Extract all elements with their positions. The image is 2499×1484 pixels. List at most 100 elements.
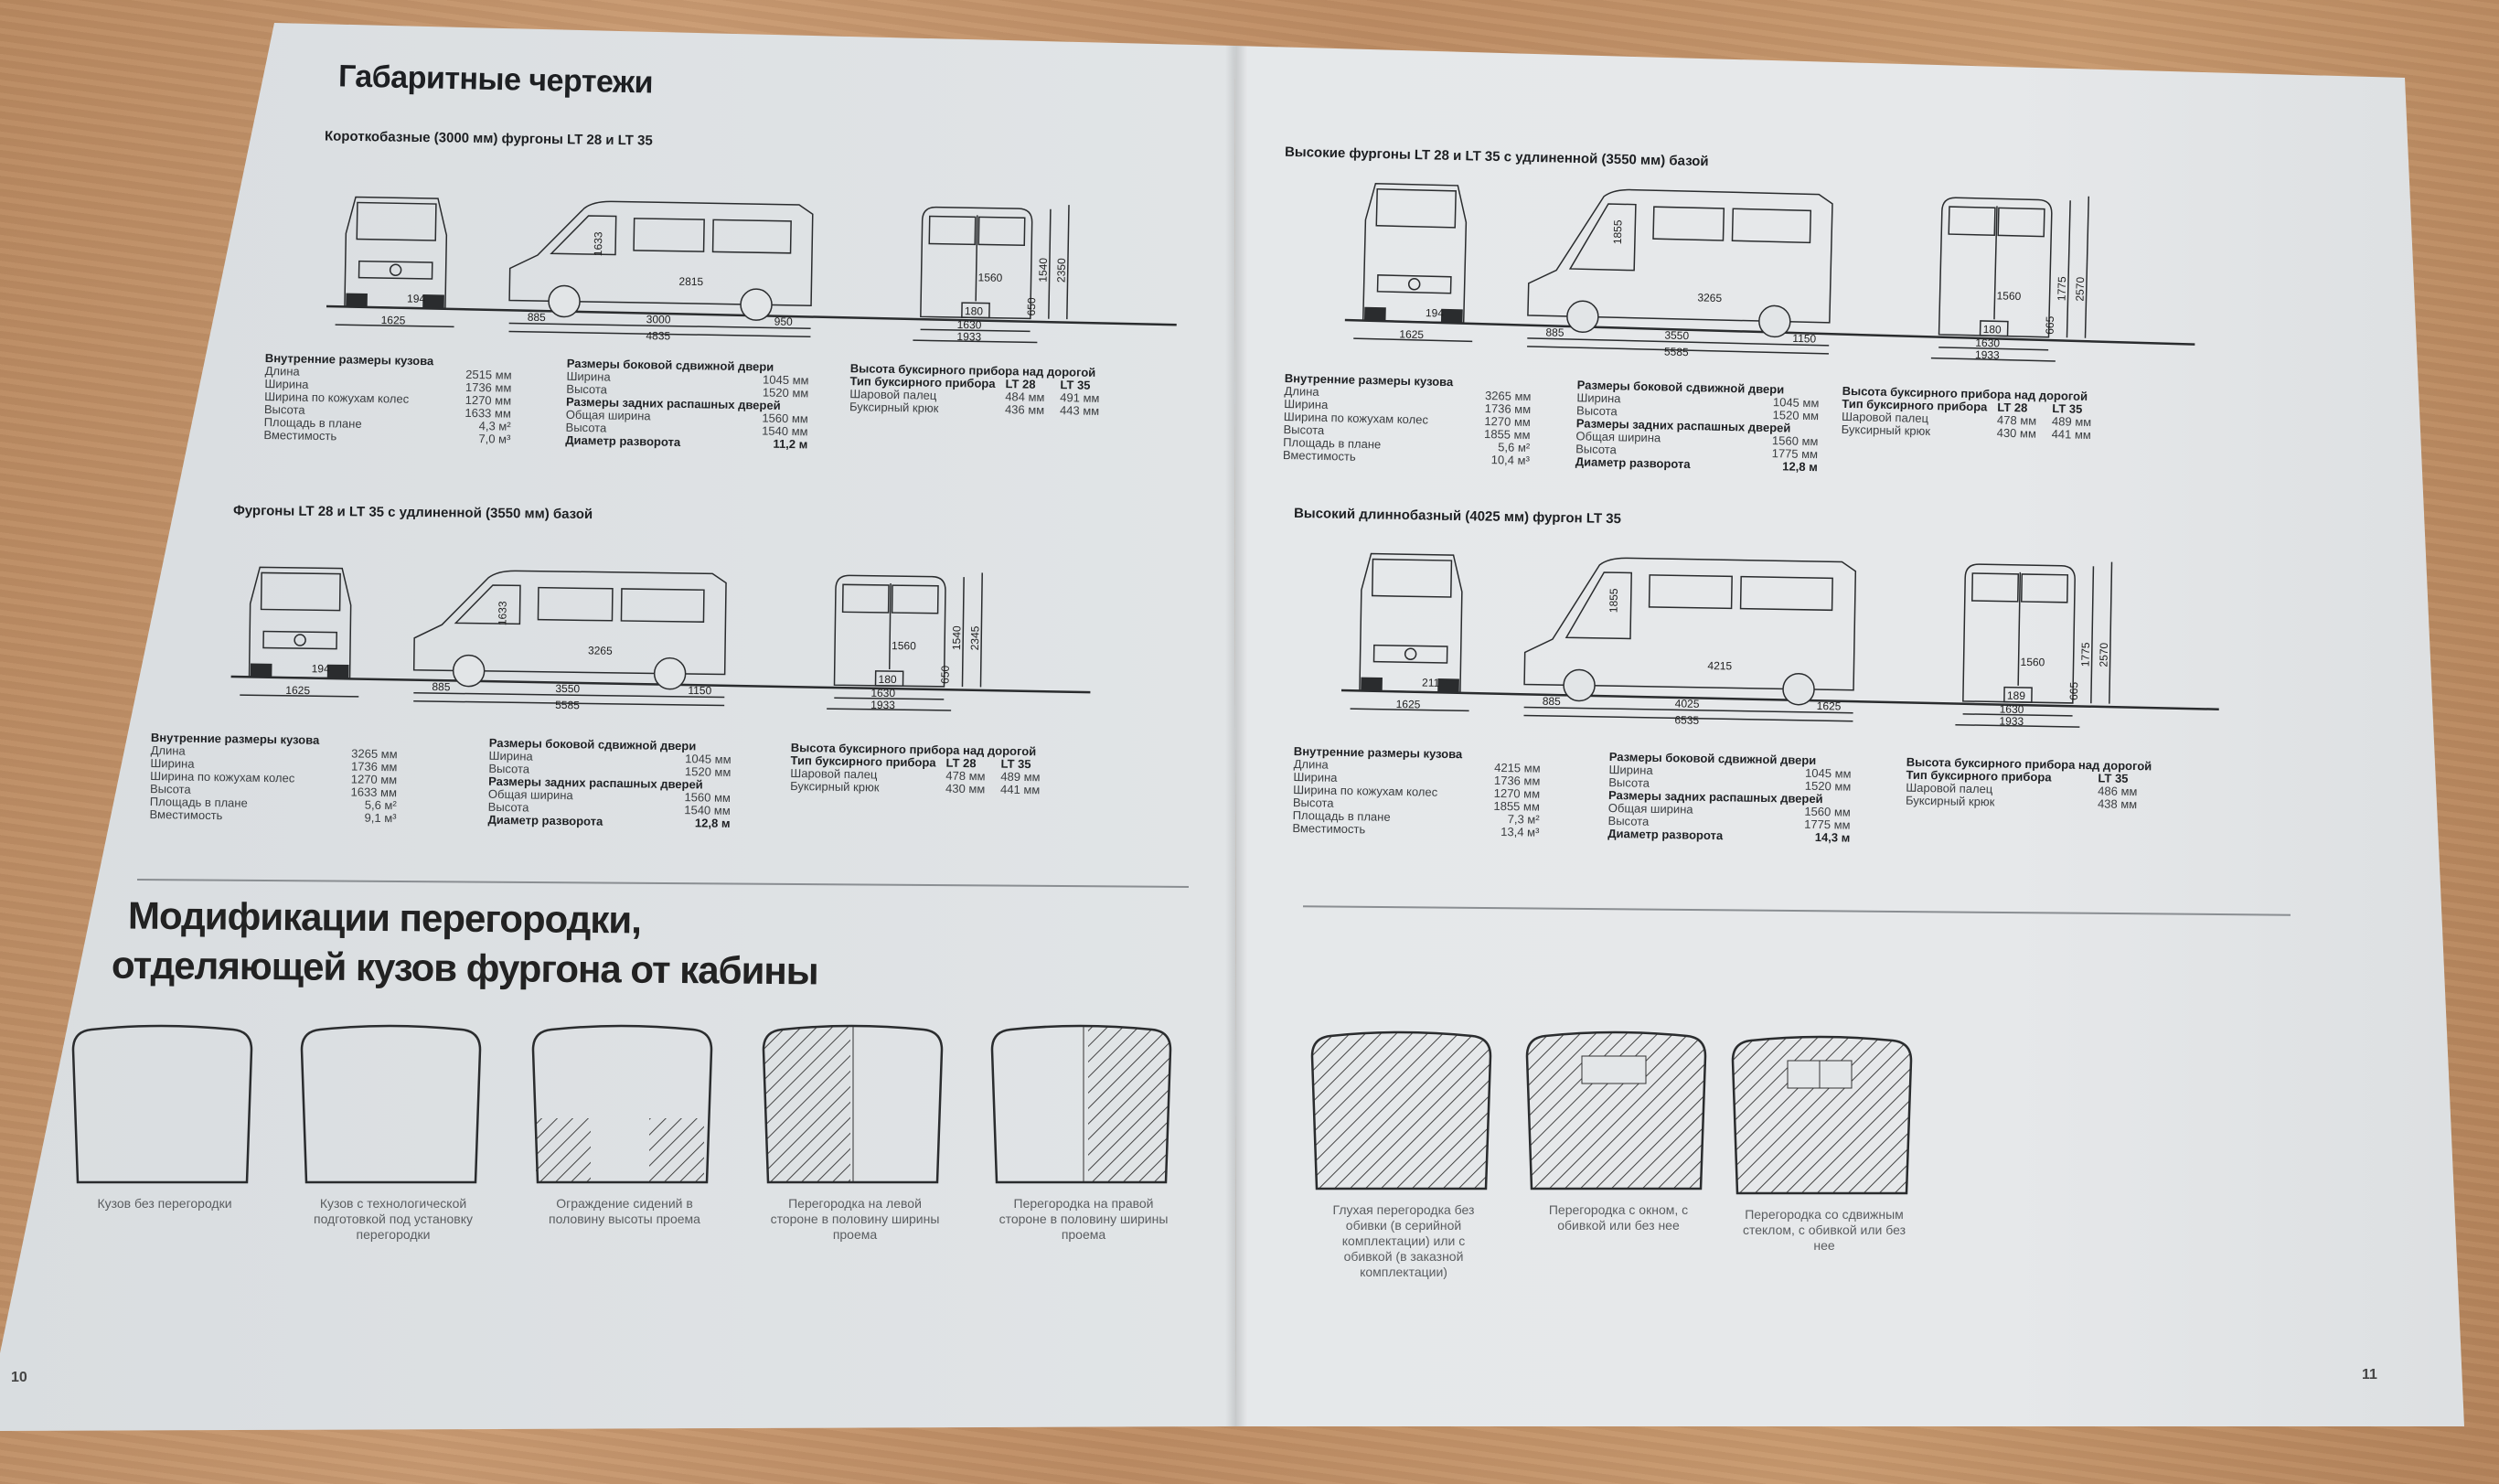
dimension-label: 1933 — [1975, 348, 2000, 362]
dimension-label: 180 — [965, 304, 984, 317]
partition-heading-line2: отделяющей кузов фургона от кабины — [111, 943, 818, 993]
spec-value: 14,3 м — [1814, 829, 1851, 845]
partition-diagram-left — [762, 1024, 944, 1184]
side-view — [1527, 188, 1833, 355]
tow-value: 441 мм — [2051, 427, 2092, 443]
dimension-label: 194 — [312, 662, 331, 675]
dimension-label: 1560 — [1996, 289, 2021, 303]
dimension-label: 1933 — [956, 330, 981, 343]
spec-value: 11,2 м — [773, 436, 808, 452]
spec-label: Диаметр разворота — [1575, 454, 1691, 472]
spec-label: Вместимость — [1282, 447, 1356, 464]
dimension-label: 950 — [774, 315, 794, 328]
dimension-label: 1560 — [977, 271, 1002, 283]
spec-value: 12,8 м — [694, 816, 731, 830]
dimension-label: 885 — [528, 311, 547, 324]
dimension-label: 1625 — [1399, 327, 1424, 341]
dimension-label: 1560 — [2020, 656, 2045, 668]
dimension-label: 1630 — [2000, 703, 2024, 716]
dimension-label: 1933 — [870, 699, 895, 711]
partition-diagram-window — [1525, 1030, 1707, 1190]
partition-caption: Кузов без перегородки — [97, 1196, 232, 1211]
dimension-label: 1933 — [1999, 715, 2024, 728]
dimension-label: 1560 — [892, 639, 916, 652]
spec-value: 9,1 м³ — [364, 810, 397, 826]
tow-label: Буксирный крюк — [849, 400, 939, 415]
dimension-label: 885 — [1545, 326, 1565, 338]
spec-label: Диаметр разворота — [1607, 827, 1724, 843]
dimension-label: 194 — [407, 293, 426, 305]
partition-caption: Перегородка на левой стороне в половину … — [770, 1196, 940, 1242]
rear-view — [913, 205, 1070, 344]
partition-diagram-none — [71, 1024, 253, 1184]
dimension-label: 189 — [2007, 689, 2026, 702]
dimension-label: 2570 — [2098, 642, 2110, 667]
partition-heading-line1: Модификации перегородки, — [127, 893, 642, 942]
dimension-label: 6535 — [1674, 713, 1699, 726]
dimension-label: 885 — [1543, 695, 1562, 708]
dimension-label: 1540 — [1037, 258, 1050, 283]
dimension-label: 3000 — [646, 313, 671, 326]
spec-label: Диаметр разворота — [487, 812, 603, 828]
dimension-label: 650 — [939, 665, 952, 684]
dimension-label: 1633 — [496, 601, 508, 625]
dimension-label: 3265 — [1697, 291, 1722, 304]
partition-diagram-right — [990, 1024, 1172, 1184]
dimension-label: 1630 — [870, 687, 895, 699]
dimension-label: 1855 — [1607, 588, 1619, 613]
dimension-label: 4025 — [1675, 697, 1700, 710]
dimension-label: 2350 — [1055, 258, 1068, 283]
spec-value: 10,4 м³ — [1490, 453, 1531, 468]
dimension-label: 4835 — [646, 329, 670, 342]
dimension-label: 1540 — [950, 625, 963, 650]
divider — [137, 878, 1189, 889]
dimension-label: 5585 — [1664, 345, 1689, 358]
spec-label: Вместимость — [149, 806, 223, 823]
dimension-label: 2345 — [968, 625, 981, 650]
dimension-label: 1625 — [285, 684, 310, 697]
dimension-label: 3550 — [555, 682, 580, 695]
section-subtitle: Короткобазные (3000 мм) фургоны LT 28 и … — [324, 128, 653, 149]
front-view — [1350, 552, 1469, 712]
dimension-label: 194 — [1426, 306, 1445, 319]
dimension-label: 2815 — [678, 275, 703, 288]
page-gutter — [1225, 46, 1247, 1426]
dimension-label: 1775 — [2055, 276, 2068, 301]
front-view — [240, 566, 359, 698]
spec-label: Вместимость — [1292, 820, 1366, 837]
rear-view — [1955, 561, 2113, 728]
tow-value: 430 мм — [1996, 425, 2037, 441]
rear-view — [1930, 196, 2090, 362]
dimension-label: 4215 — [1707, 659, 1732, 672]
dimension-label: 1625 — [381, 314, 406, 326]
section-subtitle: Высокий длиннобазный (4025 мм) фургон LT… — [1293, 505, 1622, 528]
tow-value: 438 мм — [2097, 796, 2138, 812]
partition-caption: Перегородка с окном, с обивкой или без н… — [1548, 1202, 1689, 1233]
dimension-label: 3550 — [1664, 328, 1689, 342]
partition-caption: Перегородка на правой стороне в половину… — [999, 1196, 1169, 1242]
dimension-label: 1775 — [2079, 642, 2092, 667]
page-number: 11 — [2362, 1367, 2377, 1383]
partition-caption: Кузов с технологической подготовкой под … — [313, 1196, 473, 1242]
dimension-label: 665 — [2044, 315, 2056, 335]
dimension-label: 1855 — [1611, 219, 1625, 244]
spec-label: Вместимость — [263, 427, 337, 443]
ground-line — [1340, 689, 2219, 710]
side-view — [412, 570, 727, 707]
dimension-label: 2570 — [2073, 276, 2087, 301]
dimension-label: 665 — [2067, 681, 2080, 700]
page-title: Габаритные чертежи — [337, 59, 654, 101]
dimension-label: 211 — [1422, 677, 1440, 689]
dimension-label: 1150 — [688, 684, 711, 697]
rear-view — [827, 572, 983, 711]
